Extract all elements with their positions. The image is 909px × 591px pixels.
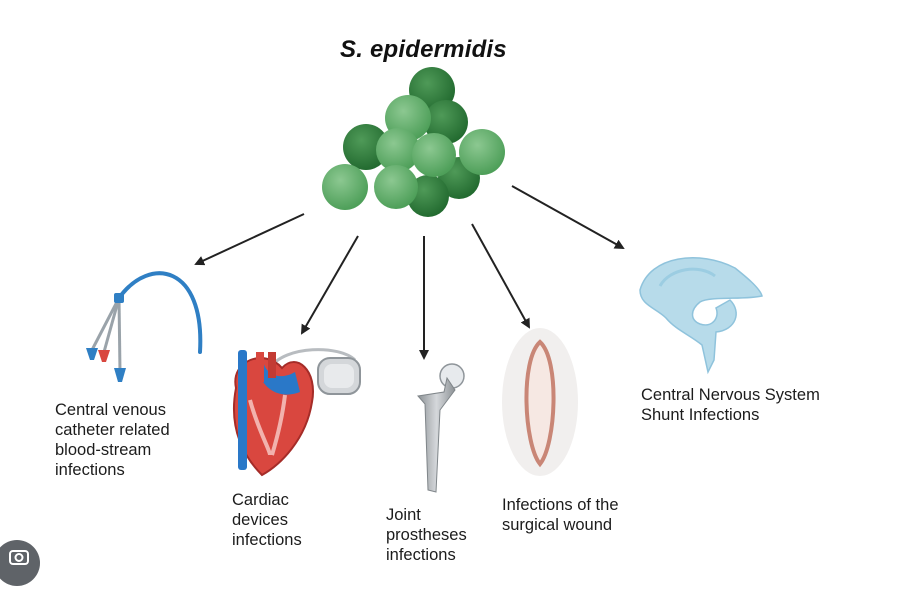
label-line: catheter related — [55, 421, 170, 439]
camera-lens-icon[interactable] — [0, 540, 40, 586]
label-line: Infections of the — [502, 496, 619, 514]
label-line: Joint — [386, 506, 421, 524]
label-catheter-infections: Central venous catheter related blood-st… — [55, 400, 170, 480]
catheter-icon — [86, 271, 203, 382]
hip-prosthesis-icon — [417, 363, 465, 493]
label-line: infections — [55, 461, 125, 479]
pacemaker-heart-icon — [233, 348, 361, 477]
brain-ventricle-shunt-icon — [639, 257, 763, 375]
label-cardiac-infections: Cardiac devices infections — [232, 490, 302, 550]
label-line: Central venous — [55, 401, 166, 419]
label-line: prostheses — [386, 526, 467, 544]
arrows — [194, 185, 625, 360]
label-line: surgical wound — [502, 516, 613, 534]
label-wound-infections: Infections of the surgical wound — [502, 495, 619, 535]
arrow-to-catheter — [194, 213, 305, 266]
arrow-to-cns — [511, 185, 625, 249]
camera-lens-glyph — [9, 550, 29, 565]
label-line: devices — [232, 511, 288, 529]
label-line: blood-stream — [55, 441, 152, 459]
diagram-graphics — [86, 67, 763, 493]
label-line: Cardiac — [232, 491, 289, 509]
diagram: S. epidermidis — [0, 36, 820, 586]
arrow-to-wound — [471, 223, 530, 329]
label-cns-infections: Central Nervous System Shunt Infections — [641, 385, 820, 425]
label-line: Shunt Infections — [641, 406, 760, 424]
label-joint-infections: Joint prostheses infections — [386, 505, 467, 565]
label-line: infections — [386, 546, 456, 564]
label-line: infections — [232, 531, 302, 549]
bacteria-cluster-icon — [322, 67, 505, 217]
diagram-title: S. epidermidis — [340, 36, 507, 63]
label-line: Central Nervous System — [641, 386, 820, 404]
arrow-to-cardiac — [301, 235, 359, 335]
surgical-wound-icon — [502, 328, 578, 476]
